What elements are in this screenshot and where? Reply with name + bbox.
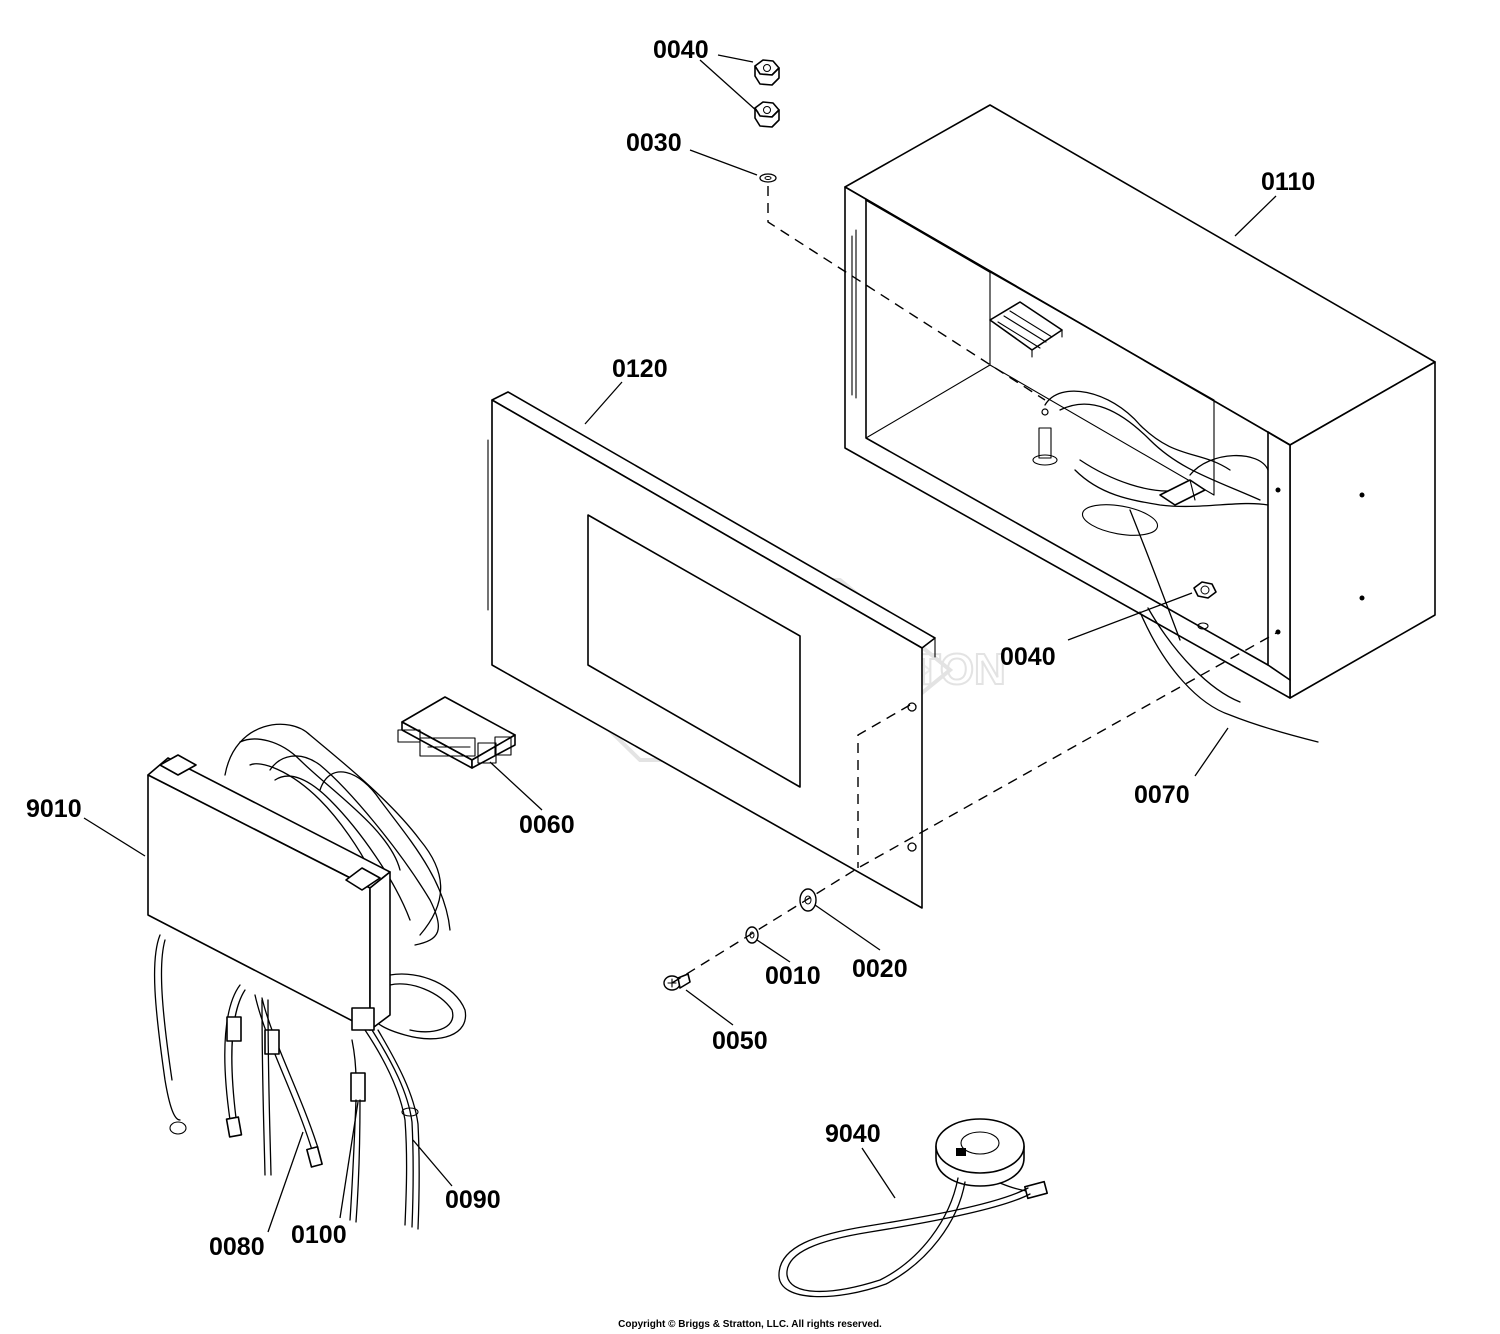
label-0090: 0090 xyxy=(445,1186,501,1214)
part-0020-washer xyxy=(799,888,817,912)
label-0040-right: 0040 xyxy=(1000,643,1056,671)
leader-lines xyxy=(83,54,1277,1233)
part-0120-front-panel xyxy=(487,391,936,909)
label-0100: 0100 xyxy=(291,1221,347,1249)
label-9040: 9040 xyxy=(825,1120,881,1148)
label-0050: 0050 xyxy=(712,1027,768,1055)
box-internal-wiring xyxy=(1032,390,1319,743)
part-0050-screw xyxy=(663,973,691,991)
part-0030-washer xyxy=(759,173,777,183)
part-labels: 0040 0030 0110 0120 0040 0070 9010 0060 … xyxy=(26,36,1315,1261)
label-0040-top: 0040 xyxy=(653,36,709,64)
part-0110-enclosure xyxy=(844,104,1436,743)
label-0010: 0010 xyxy=(765,962,821,990)
label-9010: 9010 xyxy=(26,795,82,823)
assembly-dashed-lines xyxy=(671,186,1279,984)
part-0010-lock-washer xyxy=(745,926,759,944)
label-0080: 0080 xyxy=(209,1233,265,1261)
label-0020: 0020 xyxy=(852,955,908,983)
part-9040-sensor xyxy=(778,1118,1049,1298)
copyright-notice: Copyright © Briggs & Stratton, LLC. All … xyxy=(618,1319,882,1330)
label-0110: 0110 xyxy=(1261,168,1315,196)
label-0070: 0070 xyxy=(1134,781,1190,809)
label-0120: 0120 xyxy=(612,355,668,383)
part-0040-top-nuts xyxy=(754,59,780,128)
part-9010-controller xyxy=(147,723,467,1230)
nut-inside-box xyxy=(1193,581,1217,630)
part-0060-module xyxy=(397,696,516,769)
label-0030: 0030 xyxy=(626,129,682,157)
terminal-block xyxy=(989,301,1063,358)
label-0060: 0060 xyxy=(519,811,575,839)
